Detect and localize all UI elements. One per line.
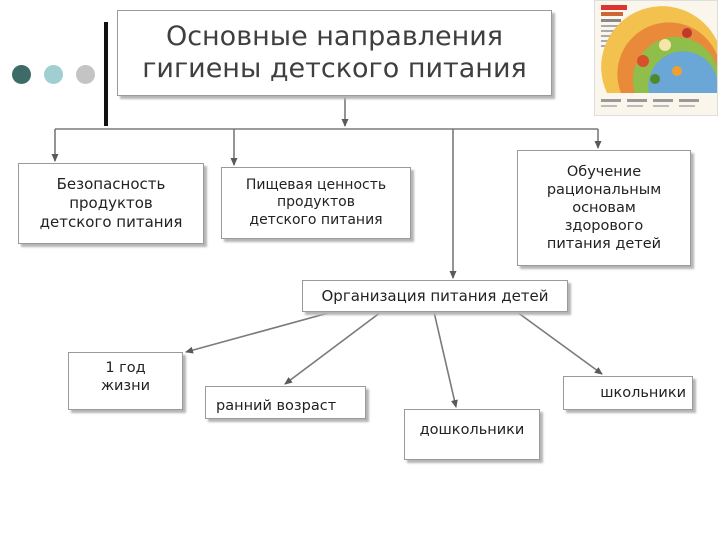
edge-org-to-preschool (433, 311, 458, 408)
node-nutritional-value: Пищевая ценность продуктов детского пита… (221, 167, 411, 239)
decor-dot-dark (12, 65, 31, 84)
decor-dot-teal (44, 65, 63, 84)
diagram-title: Основные направления гигиены детского пи… (117, 10, 552, 96)
decor-dot-gray (76, 65, 95, 84)
node-healthy-eating-education: Обучение рациональным основам здорового … (517, 150, 691, 266)
edge-org-to-school (516, 311, 603, 375)
node-first-year-of-life: 1 год жизни (68, 352, 183, 410)
edge-org-to-first-year (185, 311, 333, 354)
edge-org-to-early (284, 311, 382, 385)
node-preschoolers: дошкольники (404, 409, 540, 460)
node-early-age: ранний возраст (205, 386, 366, 419)
node-catering-organization: Организация питания детей (302, 280, 568, 312)
food-pyramid-poster-icon (594, 0, 718, 116)
node-food-safety: Безопасность продуктов детского питания (18, 163, 204, 244)
node-schoolchildren: школьники (563, 376, 693, 410)
decor-vertical-bar (104, 22, 108, 126)
